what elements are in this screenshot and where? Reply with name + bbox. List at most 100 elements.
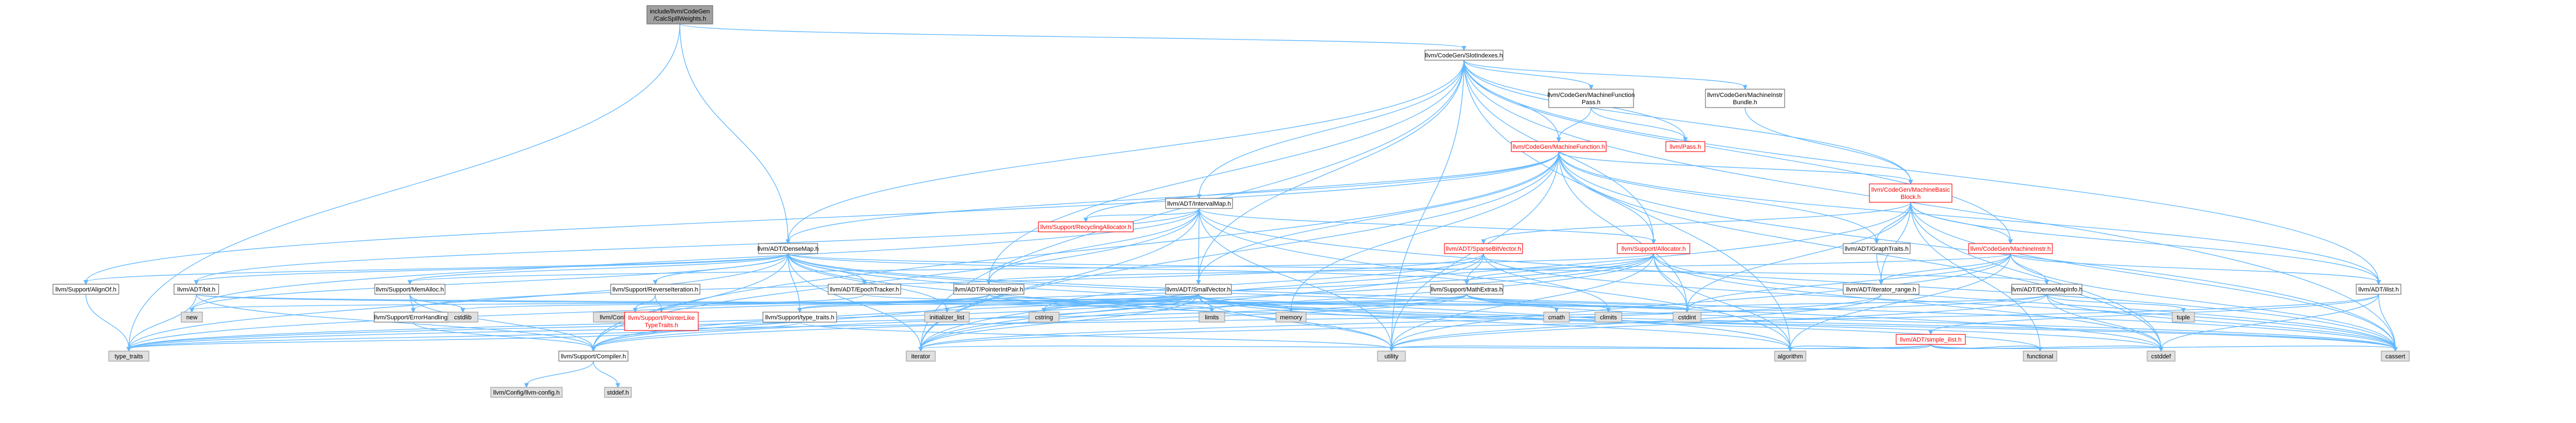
node-label-iterator: iterator [911,353,931,360]
node-iterator: iterator [906,351,936,362]
node-ptrintpair[interactable]: llvm/ADT/PointerIntPair.h [953,284,1024,295]
node-box-mbb [1869,183,1952,203]
node-box-slotindexes [1424,50,1504,61]
node-iterrange[interactable]: llvm/ADT/iterator_range.h [1843,284,1920,295]
node-box-instrbundle [1705,89,1785,108]
node-label-mathextras: llvm/Support/MathExtras.h [1431,286,1503,293]
node-label-functional: functional [2027,353,2053,360]
edge-mbb-to-ilist [1910,202,2379,283]
edge-allocator-to-cstdint [1653,253,1688,310]
node-mfunction[interactable]: llvm/CodeGen/MachineFunction.h [1511,141,1607,152]
edge-mfunction-to-mbb [1558,151,1911,182]
node-box-cstdlib [447,312,479,323]
edge-ilist-to-cassert [2378,294,2396,349]
edge-typetraits_llvm-to-utility [799,322,1392,349]
node-errorhandling[interactable]: llvm/Support/ErrorHandling.h [374,312,453,323]
node-epochtracker[interactable]: llvm/ADT/EpochTracker.h [828,284,901,295]
node-label-densemap: llvm/ADT/DenseMap.h [757,246,819,252]
edge-allocator-to-memalloc [409,253,1654,283]
node-box-cmath [1543,312,1570,323]
node-mathextras[interactable]: llvm/Support/MathExtras.h [1430,284,1504,295]
edge-smallvector-to-compiler [593,294,1199,349]
edge-slotindexes-to-ptrintpair [988,60,1465,283]
node-reverseiter[interactable]: llvm/Support/ReverseIteration.h [610,284,700,295]
node-densemapinfo[interactable]: llvm/ADT/DenseMapInfo.h [2011,284,2082,295]
node-graphtraits[interactable]: llvm/ADT/GraphTraits.h [1843,243,1911,254]
node-bit[interactable]: llvm/ADT/bit.h [173,284,219,295]
edge-simpleilist-to-utility [1391,344,1931,349]
edge-intervalmap-to-bit [196,208,1200,283]
node-memory: memory [1275,312,1307,323]
node-cstdint: cstdint [1673,312,1702,323]
edge-compiler-to-llvmconfig [526,361,594,386]
node-label-ptrintpair: llvm/ADT/PointerIntPair.h [955,286,1023,293]
node-recycling[interactable]: llvm/Support/RecyclingAllocator.h [1038,221,1134,232]
edge-mfunction-to-graphtraits [1558,151,1877,242]
edge-arrowhead-mfpass-to-pass [1683,137,1688,143]
edge-slotindexes-to-instrbundle [1463,60,1746,87]
node-box-stddef [604,387,632,398]
node-box-cstddef [2147,351,2176,362]
node-typetraits_llvm[interactable]: llvm/Support/type_traits.h [762,312,837,323]
node-sparsebitvector[interactable]: llvm/ADT/SparseBitVector.h [1444,243,1523,254]
edge-densemap-to-alignof [85,253,789,283]
node-smallvector[interactable]: llvm/ADT/SmallVector.h [1165,284,1232,295]
node-initlist: initializer_list [924,312,970,323]
node-algorithm: algorithm [1774,351,1806,362]
edge-bit-to-cstdint [196,294,1688,310]
edge-mfunction-to-smallvector [1198,151,1559,283]
node-label-densemapinfo: llvm/ADT/DenseMapInfo.h [2011,286,2082,293]
edge-densemap-to-densemapinfo [787,253,2047,283]
node-label-typetraits_llvm: llvm/Support/type_traits.h [765,314,834,321]
edge-arrowhead-mathextras-to-climits [1606,308,1611,313]
node-climits: climits [1594,312,1622,323]
edge-arrowhead-mbb-to-sparsebitvector [1481,239,1486,245]
node-slotindexes[interactable]: llvm/CodeGen/SlotIndexes.h [1424,50,1504,61]
node-label-allocator: llvm/Support/Allocator.h [1621,246,1686,252]
node-box-llvmconfig [490,387,563,398]
node-pass[interactable]: llvm/Pass.h [1665,141,1705,152]
node-label-iterrange: llvm/ADT/iterator_range.h [1846,286,1916,293]
edge-slotindexes-to-algorithm [1463,60,1791,349]
node-label-bit: llvm/ADT/bit.h [177,286,215,293]
edge-arrowhead-mathextras-to-limits [1209,308,1215,313]
node-machineinstr[interactable]: llvm/CodeGen/MachineInstr.h [1968,243,2053,254]
edge-mbb-to-cstddef [1910,202,2162,349]
node-label-compiler: llvm/Support/Compiler.h [561,353,626,360]
edge-arrowhead-mbb-to-graphtraits [1874,239,1879,245]
node-new: new [181,312,203,323]
node-alignof[interactable]: llvm/Support/AlignOf.h [52,284,119,295]
edge-mathextras-to-limits [1211,294,1467,310]
edge-densemap-to-bit [196,253,789,283]
node-box-functional [2023,351,2057,362]
edge-mathextras-to-climits [1466,294,1609,310]
node-box-bit [173,284,219,295]
edge-arrowhead-intervalmap-to-allocator [1651,239,1656,245]
edge-intervalmap-to-utility [1198,208,1392,349]
node-box-cstring [1028,312,1060,323]
node-allocator[interactable]: llvm/Support/Allocator.h [1617,243,1690,254]
node-label-pass: llvm/Pass.h [1670,144,1701,150]
edge-slotindexes-to-mfpass [1463,60,1592,87]
node-label-reverseiter: llvm/Support/ReverseIteration.h [612,286,698,293]
edge-arrowhead-smallvector-to-typetraits_llvm [797,308,803,313]
edge-mfunction-to-ilist [1558,151,2379,283]
node-intervalmap[interactable]: llvm/ADT/IntervalMap.h [1165,198,1233,209]
node-simpleilist[interactable]: llvm/ADT/simple_ilist.h [1896,334,1966,345]
edge-arrowhead-machineinstr-to-densemapinfo [2044,280,2050,285]
edge-mfpass-to-pass [1591,107,1686,140]
edge-arrowhead-smallvector-to-new [189,308,195,313]
node-densemap[interactable]: llvm/ADT/DenseMap.h [757,243,819,254]
node-label-algorithm: algorithm [1777,353,1802,360]
node-label-cstdlib: cstdlib [454,314,471,321]
node-memalloc[interactable]: llvm/Support/MemAlloc.h [374,284,446,295]
node-root[interactable]: include/llvm/CodeGen/CalcSpillWeights.h [646,5,713,25]
node-compiler[interactable]: llvm/Support/Compiler.h [558,351,629,362]
edge-arrowhead-mathextras-to-cstring [1041,308,1047,313]
node-ilist[interactable]: llvm/ADT/ilist.h [2356,284,2401,295]
edge-arrowhead-errorhandling-to-compiler [591,347,596,352]
